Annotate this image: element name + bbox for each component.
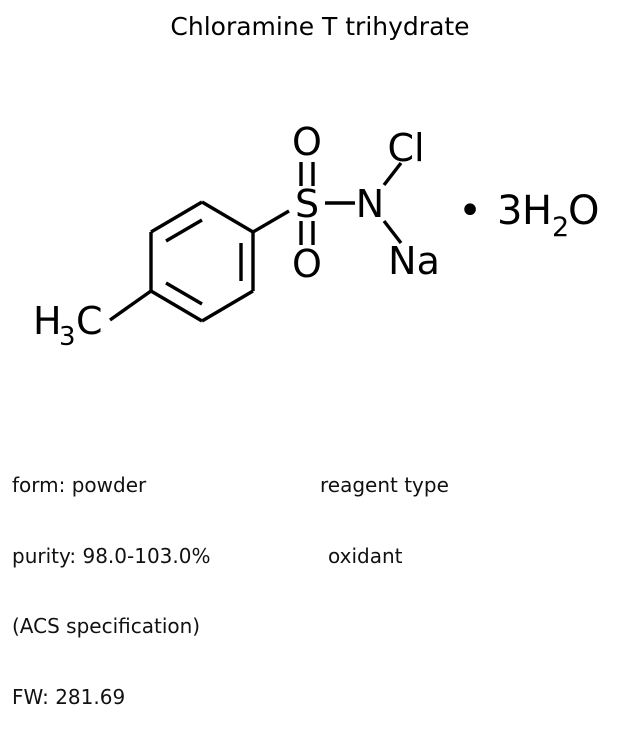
- chlorine-label: Cl: [387, 126, 424, 170]
- properties-left-block: form: powder purity: 98.0-103.0% (ACS sp…: [12, 427, 210, 756]
- properties-right-block: reagent type oxidant: [320, 427, 449, 615]
- property-fw: FW: 281.69: [12, 684, 126, 709]
- structure-diagram: H 3 C O S O N Cl Na • 3 H 2 O: [33, 120, 599, 352]
- nitrogen-chlorine-bond: [382, 161, 403, 187]
- ring-bond-top-left: [150, 200, 203, 234]
- hydrate-dot: •: [458, 188, 482, 234]
- hydrate-oxygen-label: O: [568, 188, 599, 234]
- ring-inner-bond-bottom-left: [165, 281, 203, 306]
- methyl-bond: [109, 289, 152, 322]
- hydrate-hydrogen-subscript: 2: [552, 212, 569, 243]
- methyl-hydrogen-label: H: [33, 299, 62, 343]
- nitrogen-label: N: [356, 182, 384, 226]
- hydrate-count: 3: [497, 188, 522, 234]
- property-reagent-type: reagent type: [320, 473, 449, 497]
- ring-inner-bond-top-left: [165, 218, 203, 243]
- ring-to-sulfur-bond: [252, 209, 290, 234]
- property-form: form: powder: [12, 473, 147, 497]
- methyl-carbon-label: C: [76, 299, 103, 343]
- hydrate-group: • 3 H 2 O: [458, 188, 599, 243]
- page-title: Chloramine T trihydrate: [170, 12, 470, 41]
- oxygen-bottom-label: O: [292, 242, 322, 286]
- sulfur-label: S: [295, 182, 319, 226]
- nitrogen-sodium-bond: [382, 219, 403, 245]
- methyl-hydrogen-subscript: 3: [59, 322, 76, 352]
- ring-bond-bottom-right: [201, 289, 254, 323]
- property-purity: purity: 98.0-103.0%: [12, 543, 211, 568]
- sulfur-oxygen-double-bond-bottom: [299, 221, 315, 245]
- sulfur-oxygen-double-bond-top: [299, 162, 315, 186]
- oxygen-top-label: O: [292, 120, 322, 164]
- sodium-label: Na: [388, 239, 440, 283]
- benzene-ring: [149, 200, 255, 323]
- ring-bond-bottom-left: [150, 289, 203, 323]
- ring-bond-top-right: [201, 200, 254, 234]
- hydrate-hydrogen-label: H: [522, 188, 552, 234]
- property-reagent-value: oxidant: [328, 543, 403, 568]
- property-spec: (ACS specification): [12, 614, 201, 638]
- chemical-structure-page: Chloramine T trihydrate: [12, 12, 599, 708]
